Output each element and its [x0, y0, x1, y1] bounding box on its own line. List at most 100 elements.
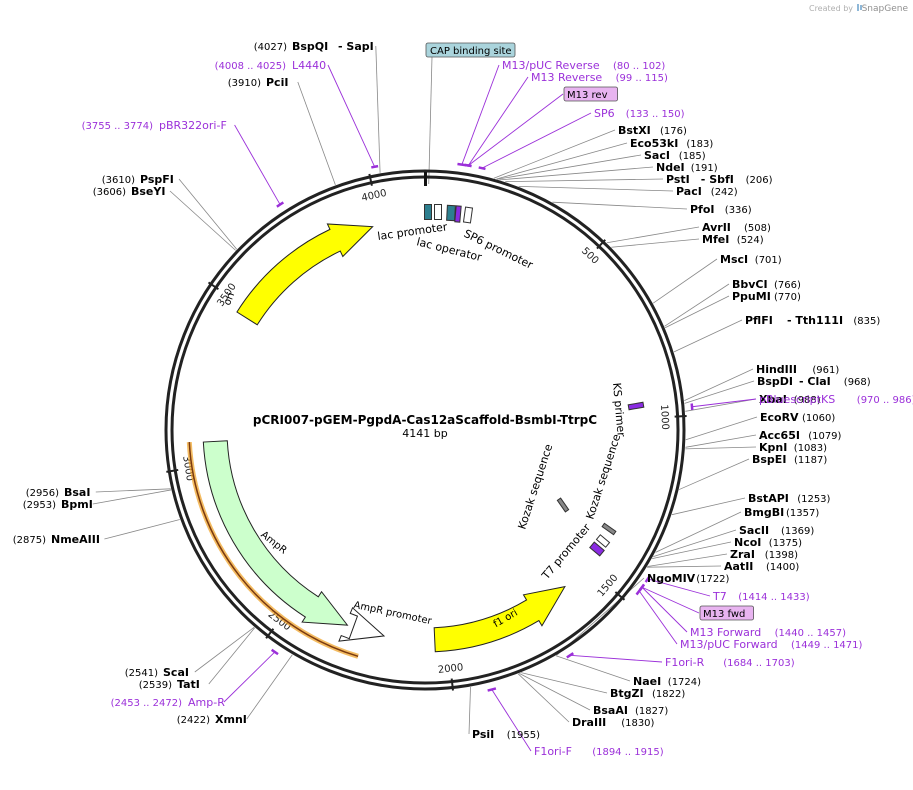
site-aatii: AatII: [724, 560, 753, 573]
leader-line: [468, 686, 471, 735]
small-feature-lac-operator: [434, 204, 442, 220]
site-position: (2541): [125, 668, 158, 679]
site-position: (183): [686, 139, 713, 150]
site-position: (206): [746, 175, 773, 186]
leader-line: [496, 142, 628, 180]
primer-arc: [644, 574, 651, 583]
leader-line: [555, 655, 631, 682]
site-naei: NaeI: [633, 675, 661, 688]
site-bspdi: BspDI: [757, 375, 793, 388]
primer-m13-reverse: M13 Reverse: [531, 71, 602, 84]
ruler-tick: [166, 468, 179, 473]
ruler-tick: [368, 173, 373, 186]
ruler-tick-label: 2000: [437, 662, 463, 676]
leader-line: [194, 626, 255, 673]
site-bseyi: BseYI: [131, 185, 165, 198]
site-pfoi: PfoI: [690, 203, 715, 216]
leader-line: [678, 458, 750, 490]
primer-f1ori-r: F1ori-R: [665, 656, 705, 669]
site-position: (176): [660, 126, 687, 137]
site-zrai: ZraI: [730, 548, 755, 561]
primer-range: (1684 .. 1703): [723, 658, 795, 669]
site-position: (766): [774, 280, 801, 291]
primer-leader: [468, 93, 564, 166]
primer-range: (1414 .. 1433): [738, 592, 810, 603]
primer-range: (80 .. 102): [613, 61, 665, 72]
site-eco53ki: Eco53kI: [630, 137, 678, 150]
small-feature-label: Kozak sequence: [515, 442, 555, 531]
primer-range: (3755 .. 3774): [82, 121, 154, 132]
site-bmgbi: BmgBI: [744, 506, 784, 519]
leader-line: [375, 45, 381, 173]
site-pspfi: PspFI: [140, 173, 174, 186]
site-position: (524): [737, 235, 764, 246]
site-position: (242): [711, 187, 738, 198]
site-position: (2422): [177, 715, 210, 726]
site-psti: PstI: [666, 173, 690, 186]
site-position: (988): [794, 395, 821, 406]
site-position: (1955): [507, 730, 540, 741]
leader-line: [521, 672, 608, 694]
backbone-outer: [164, 169, 686, 691]
leader-line: [671, 497, 746, 516]
site-position: (4027): [254, 42, 287, 53]
site-position: (191): [691, 163, 718, 174]
site-bspqi: BspQI: [292, 40, 328, 53]
primer-leader: [638, 590, 678, 645]
site-tati: TatI: [177, 678, 200, 691]
small-feature-t7-marker: [589, 541, 605, 557]
leader-line: [246, 654, 293, 720]
labels: BstXI(176)Eco53kI(183)SacI(185)NdeI(191)…: [13, 40, 913, 758]
site-sbfi: - SbfI: [701, 173, 734, 186]
snapgene-logo-icon: [857, 4, 862, 11]
site-ecorv: EcoRV: [760, 411, 799, 424]
plasmid-title: pCRI007-pGEM-PgpdA-Cas12aScaffold-BsmbI-…: [253, 413, 597, 440]
primer-arc: [566, 652, 575, 659]
site-position: (835): [853, 316, 880, 327]
site-position: (1375): [769, 538, 802, 549]
site-position: (2953): [23, 500, 56, 511]
site-bstxi: BstXI: [618, 124, 651, 137]
feature-ori: [236, 223, 374, 326]
site-position: (1060): [802, 413, 835, 424]
leader-line: [499, 166, 654, 181]
primer-leader: [467, 76, 529, 166]
primer-leader: [641, 586, 700, 614]
cap-binding-label: CAP binding site: [430, 46, 512, 57]
leader-line: [651, 541, 732, 560]
site-position: (1253): [797, 494, 830, 505]
site-kpni: KpnI: [759, 441, 787, 454]
site-position: (1400): [766, 562, 799, 573]
cap-leader: [428, 56, 433, 185]
plasmid-size: 4141 bp: [402, 427, 447, 440]
small-feature-sp6-marker: [454, 205, 462, 223]
site-position: (1827): [635, 706, 668, 717]
site-position: (1187): [794, 455, 827, 466]
site-position: (3910): [228, 78, 261, 89]
cap-binding-marker: [424, 172, 427, 186]
primer-leader: [691, 398, 757, 408]
cap-binding-box: [425, 42, 516, 58]
primer-arc: [464, 163, 472, 168]
primer-pbr322ori-f: pBR322ori-F: [159, 119, 227, 132]
site-xmni: XmnI: [215, 713, 247, 726]
primer-arc: [276, 201, 285, 208]
leader-line: [178, 178, 238, 250]
site-position: (508): [744, 223, 771, 234]
primer-l4440: L4440: [292, 59, 326, 72]
primer-m13-puc-reverse: M13/pUC Reverse: [502, 59, 600, 72]
small-feature-t7-promoter: [595, 534, 611, 548]
leader-line: [652, 258, 718, 304]
small-feature-kozak-sequence: [601, 522, 617, 536]
primer-leader: [481, 112, 592, 169]
plasmid-name: pCRI007-pGEM-PgpdA-Cas12aScaffold-BsmbI-…: [253, 413, 597, 427]
primer-arc: [270, 648, 279, 656]
site-bsaai: BsaAI: [593, 704, 628, 717]
primer-m13-forward: M13 Forward: [690, 626, 761, 639]
leader-line: [95, 488, 171, 493]
primer-box: [563, 86, 618, 102]
primer-leader: [461, 64, 500, 165]
leader-line: [611, 238, 700, 248]
ruler-tick-label: 1000: [658, 404, 670, 430]
small-feature-label: KS primer: [610, 382, 628, 438]
